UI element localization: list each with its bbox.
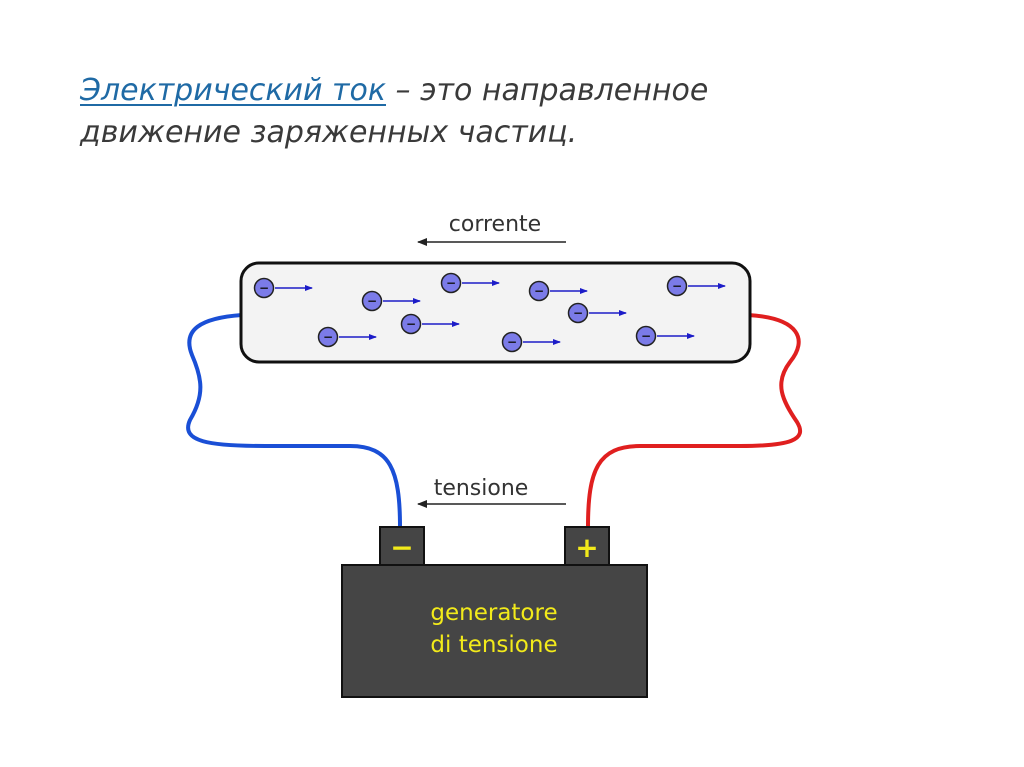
- current-label: corrente: [449, 212, 541, 237]
- electron-charge-sign: −: [573, 306, 583, 320]
- page-title: Электрический ток – это направленное движ…: [80, 70, 940, 154]
- electron: −: [440, 272, 500, 294]
- electron-circle: [635, 325, 657, 347]
- electron: −: [317, 326, 377, 348]
- electron-circle: [400, 313, 422, 335]
- electron-charge-sign: −: [507, 335, 517, 349]
- electron: −: [400, 313, 460, 335]
- electron-charge-sign: −: [323, 330, 333, 344]
- electron-circle: [528, 280, 550, 302]
- voltage-generator-battery: − + generatore di tensione: [341, 526, 648, 698]
- electron: −: [635, 325, 695, 347]
- definition-text-line1: – это направленное: [386, 73, 709, 108]
- electron-circle: [440, 272, 462, 294]
- generator-label-line2: di tensione: [430, 632, 557, 658]
- electron: −: [361, 290, 421, 312]
- positive-wire: [586, 313, 803, 529]
- electron-charge-sign: −: [446, 276, 456, 290]
- electron-charge-sign: −: [259, 281, 269, 295]
- electron-charge-sign: −: [534, 284, 544, 298]
- electron-charge-sign: −: [641, 329, 651, 343]
- voltage-label: tensione: [434, 476, 529, 501]
- electron-charge-sign: −: [672, 279, 682, 293]
- electron: −: [567, 302, 627, 324]
- electron: −: [253, 277, 313, 299]
- battery-body: [341, 564, 648, 698]
- positive-terminal: [564, 526, 610, 568]
- electron-circle: [666, 275, 688, 297]
- negative-terminal-sign: −: [390, 531, 413, 564]
- electron-circle: [317, 326, 339, 348]
- negative-terminal: [379, 526, 425, 568]
- definition-text-line2: движение заряженных частиц.: [80, 115, 578, 150]
- electron-circle: [361, 290, 383, 312]
- electron: −: [528, 280, 588, 302]
- electron-charge-sign: −: [367, 294, 377, 308]
- electron: −: [666, 275, 726, 297]
- positive-terminal-sign: +: [575, 531, 598, 564]
- electrons-group: − − − − − − − − − −: [253, 272, 726, 353]
- negative-wire: [186, 313, 402, 529]
- definition-term-link[interactable]: Электрический ток: [80, 73, 386, 108]
- generator-label-line1: generatore: [430, 600, 557, 626]
- electron-charge-sign: −: [406, 317, 416, 331]
- electron-circle: [567, 302, 589, 324]
- electron-circle: [253, 277, 275, 299]
- electron: −: [501, 331, 561, 353]
- electron-circle: [501, 331, 523, 353]
